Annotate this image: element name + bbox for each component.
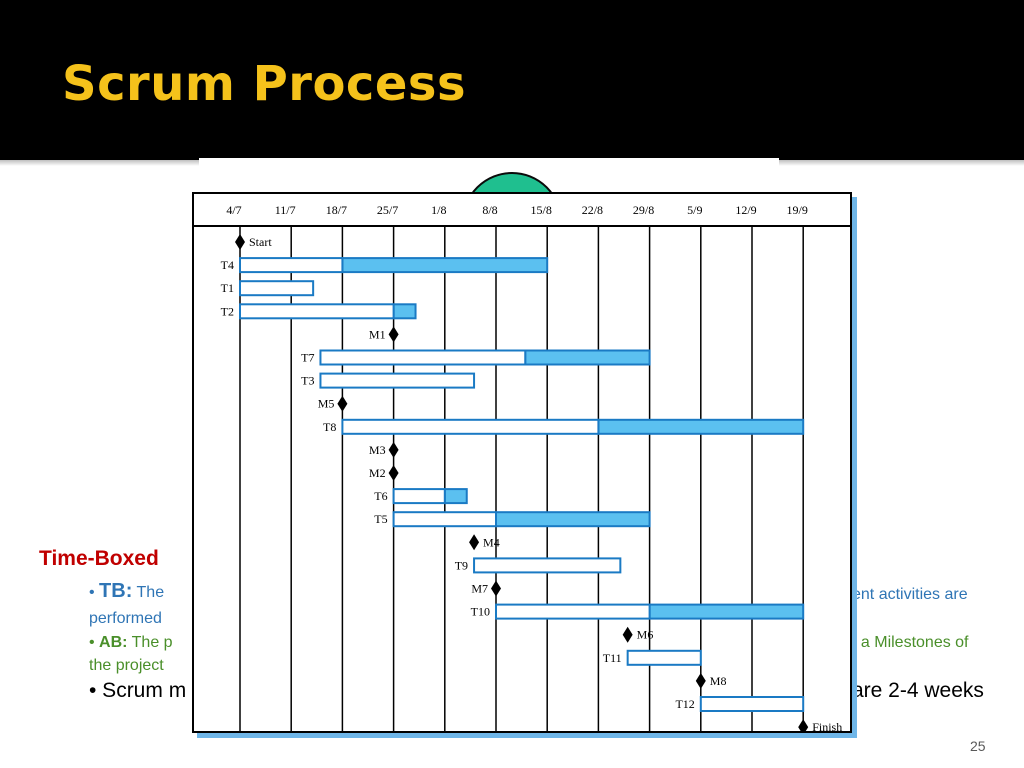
gantt-milestone-label: M7 [471, 582, 488, 596]
gantt-task-label: T1 [221, 281, 234, 295]
gantt-bar-float [648, 603, 805, 620]
gantt-milestone-marker [388, 465, 399, 481]
ab-text-continued: the project [89, 657, 164, 674]
tb-key: TB: [99, 580, 133, 602]
title-bar [0, 0, 1024, 160]
gantt-bar-float [392, 303, 417, 320]
gantt-milestone-marker [622, 626, 633, 643]
gantt-bar-duration [239, 303, 395, 320]
gantt-bar-duration [626, 649, 702, 666]
gantt-task-label: T12 [675, 697, 694, 711]
gantt-bar-duration [392, 511, 498, 528]
gantt-milestone-label: M5 [318, 397, 335, 411]
ab-text: The p [131, 634, 173, 651]
gantt-bar-duration [473, 557, 622, 574]
gantt-milestone-marker [469, 534, 480, 551]
page-number: 25 [970, 738, 986, 754]
gantt-bar-duration [239, 257, 344, 274]
gantt-task-label: T5 [374, 512, 387, 526]
gantt-task-label: T9 [455, 558, 468, 572]
gantt-bar-float [495, 511, 651, 528]
gantt-milestone-label: M1 [369, 327, 386, 341]
gantt-task-label: T8 [323, 420, 336, 434]
gantt-date-label: 4/7 [226, 203, 241, 217]
gantt-date-label: 5/9 [687, 203, 702, 217]
gantt-bar-duration [319, 372, 476, 389]
ab-text-right: t a Milestones of [852, 634, 969, 651]
gantt-milestone-label: M6 [637, 628, 654, 642]
gantt-task-label: T3 [301, 374, 314, 388]
gantt-date-label: 1/8 [431, 203, 446, 217]
gantt-bar-float [597, 418, 805, 435]
gantt-task-label: T6 [374, 489, 387, 503]
gantt-date-label: 22/8 [582, 203, 603, 217]
gantt-date-label: 15/8 [531, 203, 552, 217]
gantt-bar-duration [495, 603, 651, 620]
gantt-date-label: 18/7 [326, 203, 347, 217]
time-boxed-heading: Time-Boxed [39, 547, 159, 570]
gantt-milestone-marker [388, 326, 399, 343]
tb-text-right: ent activities are [852, 586, 968, 603]
ab-key: AB: [99, 634, 128, 651]
gantt-milestone-label: Finish [812, 720, 842, 731]
gantt-date-label: 12/9 [735, 203, 756, 217]
gantt-bar-duration [239, 280, 315, 297]
gantt-date-label: 29/8 [633, 203, 654, 217]
ab-bullet: • AB: The p [89, 634, 173, 651]
gantt-milestone-marker [337, 395, 348, 412]
gantt-task-label: T11 [603, 651, 622, 665]
gantt-bar-float [341, 257, 549, 274]
gantt-date-label: 19/9 [787, 203, 808, 217]
gantt-milestone-marker [491, 580, 501, 597]
gantt-milestone-label: M8 [710, 674, 727, 688]
gantt-milestone-marker [235, 234, 245, 250]
gantt-chart: 4/7 11/7 18/7 25/7 1/8 8/8 15/8 22/8 29/8 5/9 12/9… [192, 192, 852, 733]
scrum-bullet: • Scrum m [89, 679, 187, 702]
slide-title: Scrum Process [62, 56, 467, 112]
gantt-milestone-label: M3 [369, 443, 386, 457]
gantt-task-label: T10 [471, 605, 490, 619]
gantt-bar-float [524, 349, 651, 366]
gantt-date-label: 11/7 [275, 203, 296, 217]
gantt-milestone-label: M4 [483, 535, 500, 549]
gantt-bar-duration [699, 696, 805, 712]
gantt-milestone-label: Start [249, 235, 272, 249]
gantt-task-label: T2 [221, 304, 234, 318]
gantt-milestone-marker [695, 672, 706, 689]
gantt-milestone-marker [798, 719, 809, 731]
gantt-milestone-marker [388, 441, 399, 458]
tb-text-continued: performed [89, 610, 162, 627]
gantt-task-label: T7 [301, 351, 314, 365]
gantt-svg: 4/7 11/7 18/7 25/7 1/8 8/8 15/8 22/8 29/8 5/9 12/9… [194, 203, 850, 731]
gantt-task-label: T4 [221, 258, 234, 272]
gantt-bar-duration [392, 488, 446, 505]
tb-text: The [136, 584, 165, 601]
gantt-date-label: 8/8 [482, 203, 497, 217]
scrum-text-right: are 2-4 weeks [852, 679, 984, 702]
image-top-edge [199, 158, 779, 168]
gantt-bar-float [443, 488, 468, 505]
gantt-date-label: 25/7 [377, 203, 398, 217]
gantt-bar-duration [319, 349, 527, 366]
tb-bullet: • TB: The [89, 580, 165, 602]
gantt-milestone-label: M2 [369, 466, 386, 480]
gantt-bar-duration [341, 418, 600, 435]
